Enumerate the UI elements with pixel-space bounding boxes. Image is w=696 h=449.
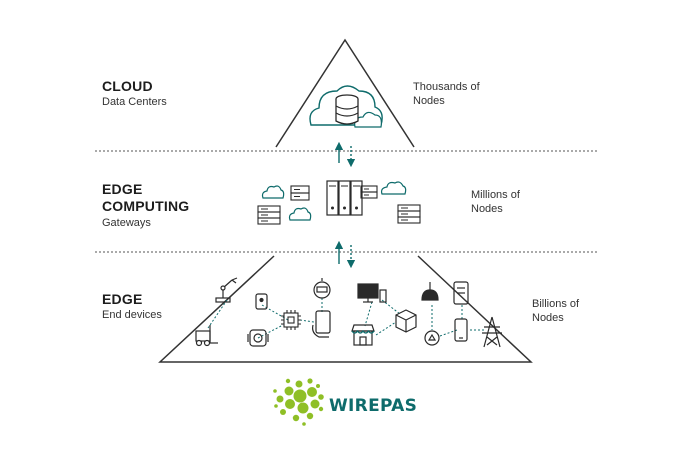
server-rack-icon xyxy=(257,205,281,225)
cloud-icon xyxy=(380,181,407,195)
edge-tier-scale: Billions of Nodes xyxy=(532,297,579,325)
cloud-tier-scale: Thousands of Nodes xyxy=(413,80,480,108)
edge-computing-title-line1: EDGE xyxy=(102,181,143,197)
monitor-icon xyxy=(357,283,387,303)
cloud-tier-subtitle: Data Centers xyxy=(102,96,167,108)
edge-computing-title-line2: COMPUTING xyxy=(102,198,190,214)
cloud-icon xyxy=(261,185,285,199)
edge-tier-title: EDGE xyxy=(102,291,143,307)
server-rack-icon xyxy=(360,185,378,199)
edge-tier-trapezoid xyxy=(158,255,533,363)
server-rack-icon xyxy=(397,204,421,224)
edge-computing-tier-subtitle: Gateways xyxy=(102,217,151,229)
cloud-tier-triangle xyxy=(275,38,415,148)
wall-sensor-icon xyxy=(255,293,268,310)
box-icon xyxy=(395,309,417,333)
server-tower-icon xyxy=(326,180,363,216)
dot-cluster-logo xyxy=(273,378,324,426)
mobile-phone-icon xyxy=(454,318,468,342)
cloud-tier-title: CLOUD xyxy=(102,78,153,94)
meter-icon xyxy=(313,278,331,299)
sync-arrows-upper xyxy=(334,141,356,168)
store-icon xyxy=(351,324,375,346)
edge-tier-subtitle: End devices xyxy=(102,309,162,321)
cloud-icon xyxy=(288,207,312,221)
cloud-scale-line2: Nodes xyxy=(413,95,445,107)
sync-arrows-lower xyxy=(334,240,356,269)
brand-wordmark: WIREPAS xyxy=(329,396,418,416)
thermostat-icon xyxy=(453,281,469,305)
power-pylon-icon xyxy=(482,316,502,348)
edge-computing-tier-scale: Millions of Nodes xyxy=(471,188,520,216)
edge-mesh-links xyxy=(207,298,484,339)
edge-computing-scale-line2: Nodes xyxy=(471,203,503,215)
smartphone-hand-icon xyxy=(312,310,331,338)
ceiling-lamp-icon xyxy=(421,282,439,301)
cloud-database-icon xyxy=(309,85,383,128)
edge-computing-tier-title: EDGE COMPUTING xyxy=(102,181,189,215)
edge-scale-line1: Billions of xyxy=(532,298,580,310)
robot-arm-icon xyxy=(215,277,238,303)
edge-computing-scale-line1: Millions of xyxy=(471,189,520,201)
edge-scale-line2: Nodes xyxy=(532,312,564,324)
cloud-scale-line1: Thousands of xyxy=(413,81,480,93)
microchip-icon xyxy=(281,310,301,330)
server-rack-icon xyxy=(290,185,310,201)
motor-icon xyxy=(247,329,269,347)
forklift-icon xyxy=(195,325,218,347)
smoke-detector-icon xyxy=(424,330,440,346)
